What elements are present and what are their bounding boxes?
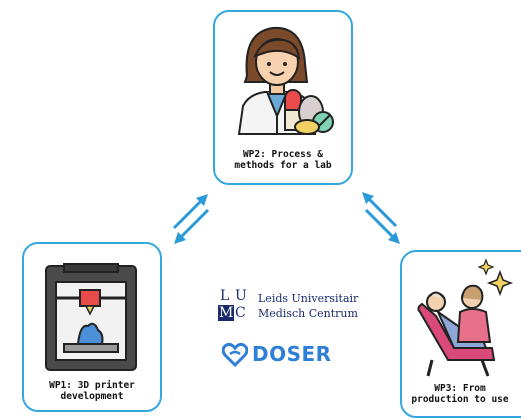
wp2-label: WP2: Process & methods for a lab	[234, 149, 332, 171]
lumc-letter-m: M	[218, 305, 235, 321]
heart-link-icon	[222, 342, 248, 368]
wp2-card: WP2: Process & methods for a lab	[213, 10, 353, 185]
patient-care-icon	[417, 258, 514, 377]
pharmacist-icon	[237, 26, 334, 135]
3d-printer-icon	[45, 263, 137, 371]
lumc-logo: L U M C Leids Universitair Medisch Centr…	[218, 288, 378, 328]
lumc-letter-u: U	[235, 288, 247, 304]
wp3-label: WP3: From production to use	[411, 383, 509, 405]
wp1-label: WP1: 3D printer development	[49, 380, 135, 402]
wp3-card: WP3: From production to use	[400, 250, 521, 418]
doser-name: DOSER	[252, 342, 332, 366]
lumc-letter-l: L	[220, 288, 230, 304]
bidirectional-arrow-wp1-wp2	[172, 194, 210, 244]
bidirectional-arrow-wp2-wp3	[362, 192, 400, 244]
lumc-letter-c: C	[235, 305, 246, 321]
lumc-line1: Leids Universitair	[258, 292, 359, 305]
lumc-line2: Medisch Centrum	[258, 307, 358, 320]
doser-logo: DOSER	[222, 340, 362, 370]
wp1-card: WP1: 3D printer development	[22, 242, 162, 412]
